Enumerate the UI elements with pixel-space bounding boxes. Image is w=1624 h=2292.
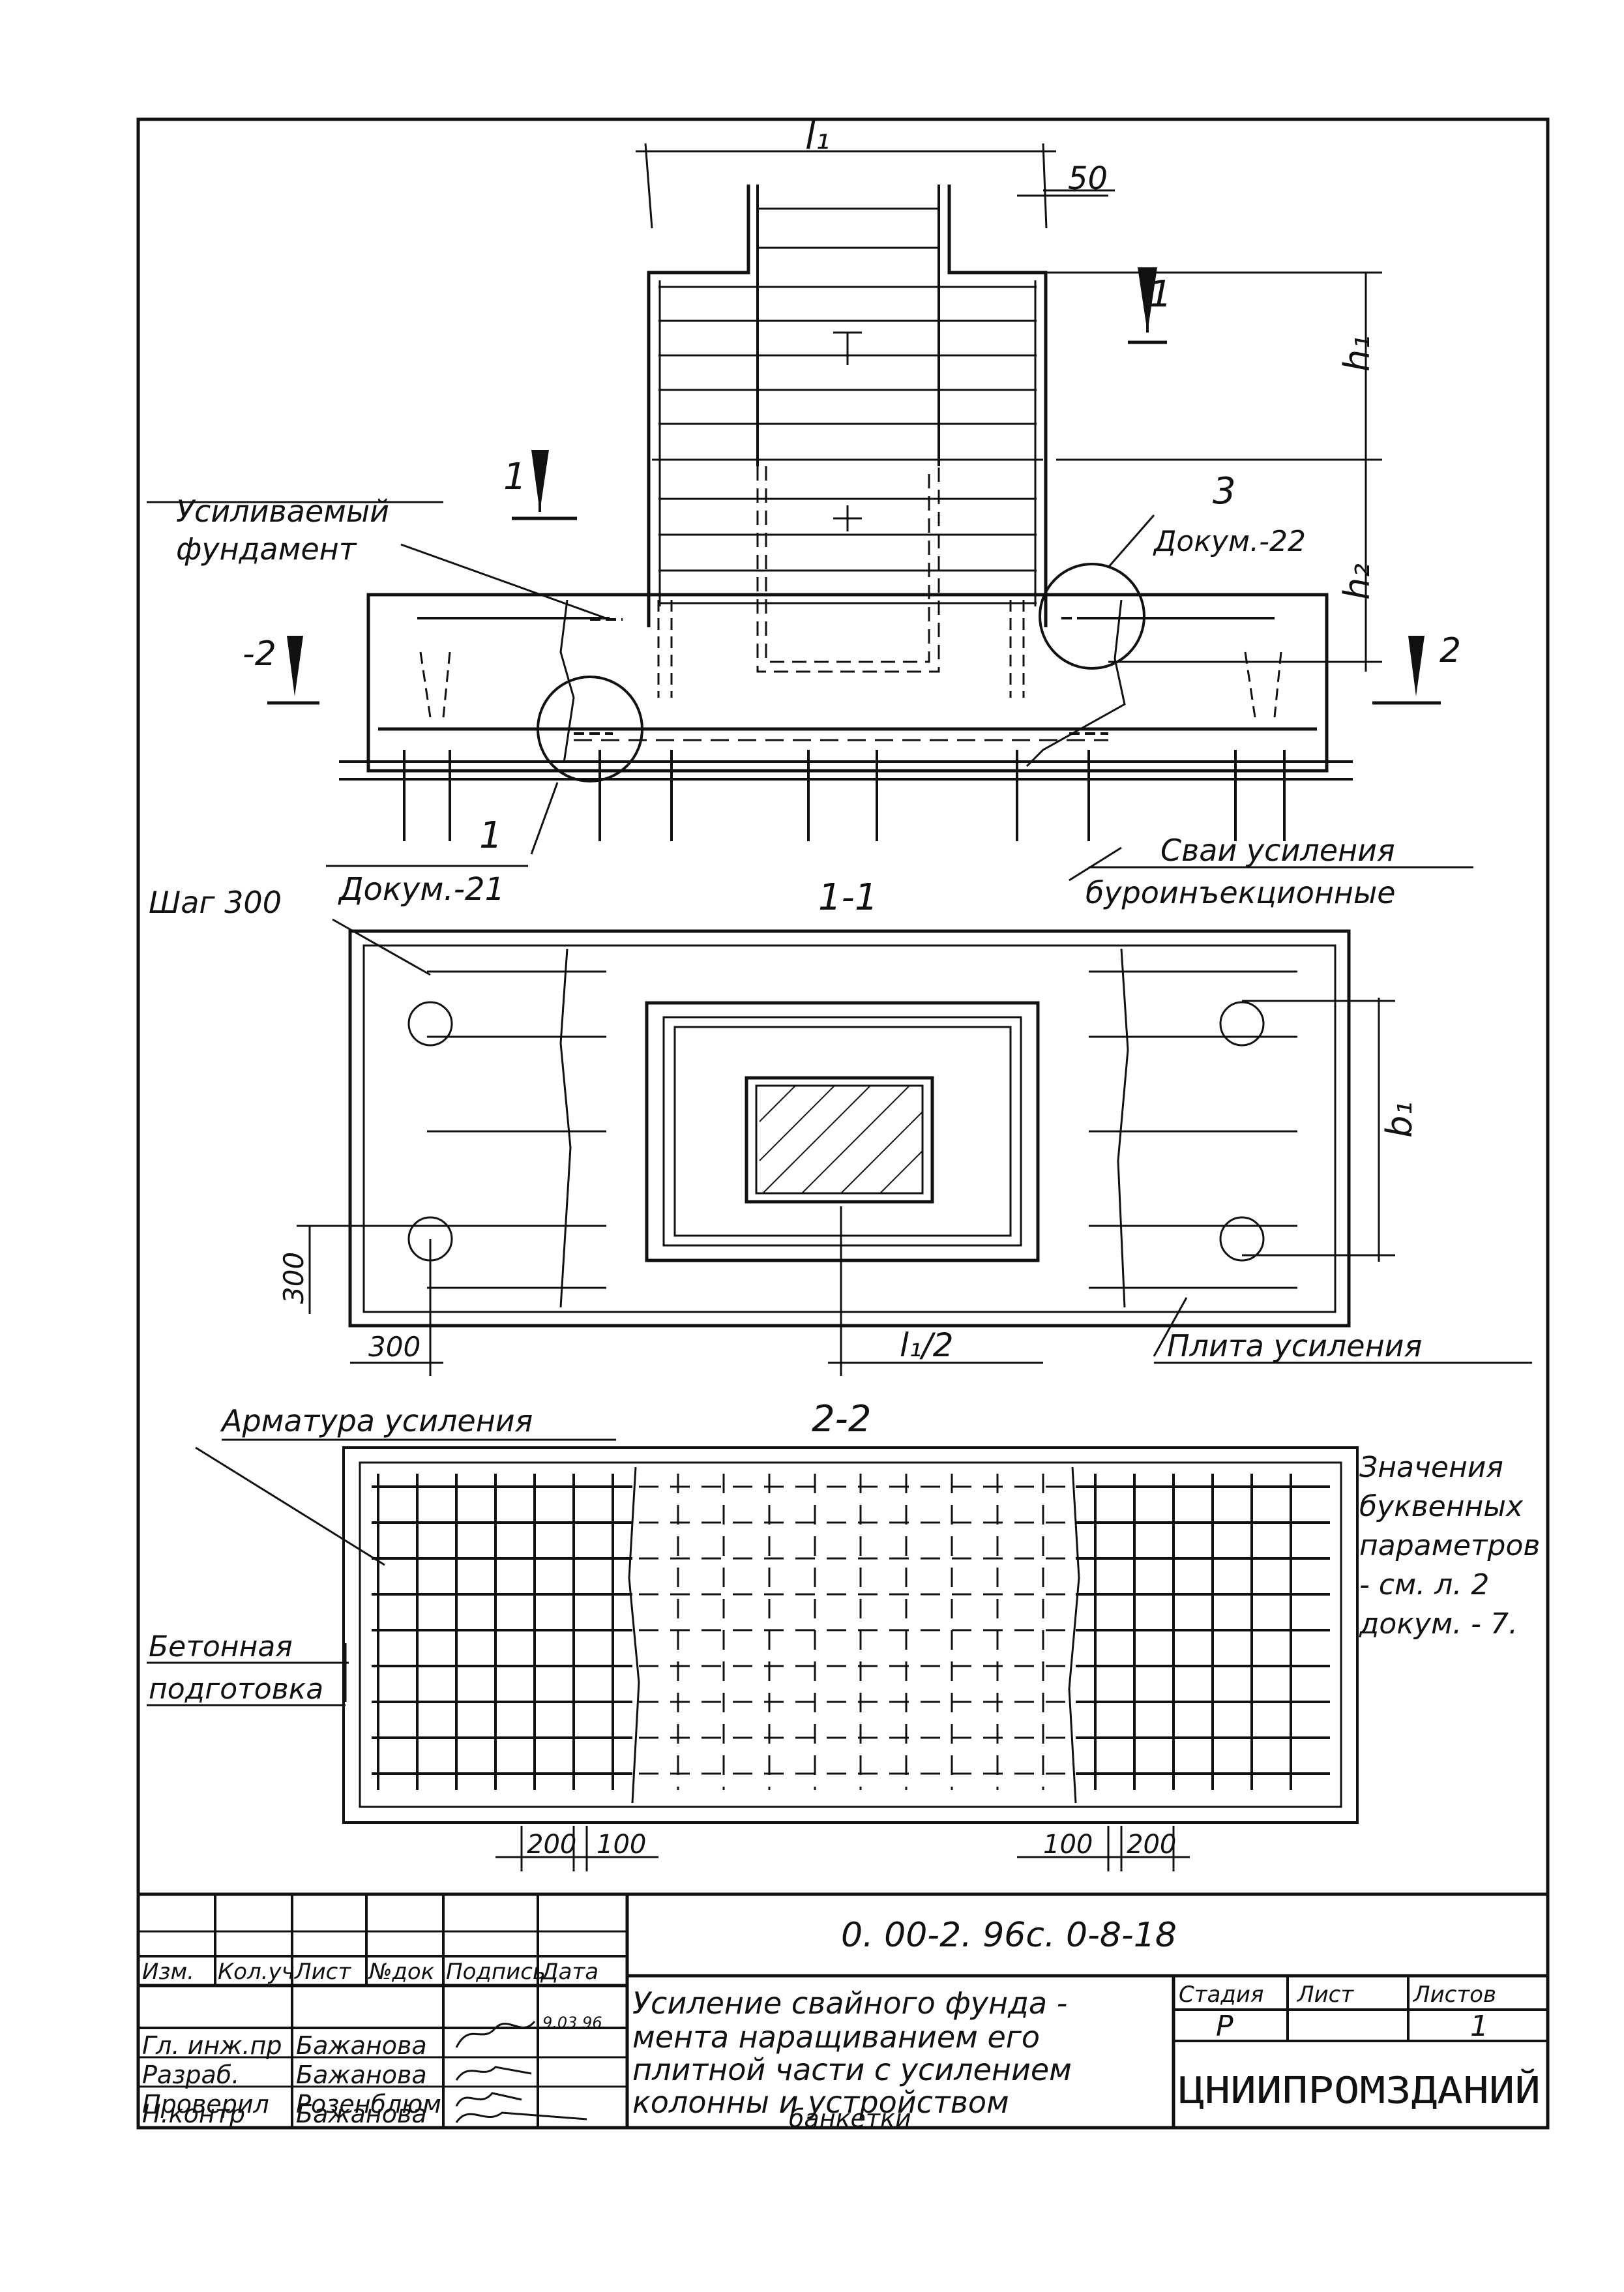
stage-header: Стадия [1179, 1982, 1263, 2008]
organization-stamp: ЦНИИПРОМЗДАНИЙ [1179, 2069, 1541, 2112]
section-title-1-1: 1-1 [818, 876, 878, 919]
col-izm: Изм. [142, 1959, 194, 1985]
params-note-5: докум. - 7. [1359, 1607, 1518, 1641]
title-line-3: колонны и устройством [632, 2085, 1009, 2120]
label-piles-1: Сваи усиления [1160, 833, 1395, 868]
sig-role-0: Гл. инж.пр [142, 2031, 282, 2060]
section-mark-2-right: 2 [1439, 631, 1461, 670]
doc-22: Докум.-22 [1153, 525, 1306, 558]
callout-3: 3 [1213, 470, 1236, 513]
section-mark-2-left: -2 [243, 634, 276, 674]
params-note-3: параметров [1359, 1529, 1540, 1562]
label-piles-2: буроинъекционные [1085, 875, 1396, 910]
dim-l1: l₁ [805, 115, 830, 158]
dim-200-left: 200 [527, 1830, 576, 1860]
label-reinforced-foundation-1: Усиливаемый [176, 494, 389, 529]
col-kol-uch: Кол.уч [218, 1959, 295, 1985]
stage-value: Р [1216, 2010, 1233, 2043]
elevation-view [147, 143, 1473, 882]
sheet-header: Лист [1296, 1982, 1354, 2008]
col-data: Дата [540, 1959, 598, 1985]
dim-100-left: 100 [597, 1830, 646, 1860]
params-note-1: Значения [1359, 1451, 1503, 1484]
col-ndok: №док [368, 1959, 435, 1985]
sig-name-0: Бажанова [296, 2031, 427, 2060]
sig-role-2: Проверил [142, 2090, 269, 2119]
sheet-frame [136, 117, 1550, 2130]
dim-50: 50 [1068, 160, 1108, 197]
dim-l1-half: l₁/2 [900, 1326, 954, 1364]
sheets-value: 1 [1470, 2010, 1488, 2043]
section-2-2-rebar [147, 1438, 1359, 1871]
signature-marks [455, 2021, 587, 2123]
dim-300-horizontal: 300 [368, 1331, 421, 1363]
title-line-0: Усиление свайного фунда - [632, 1986, 1067, 2021]
sig-name-2: Розенблюм [296, 2090, 441, 2119]
dim-100-right: 100 [1043, 1830, 1093, 1860]
sig-name-3: Бажанова [296, 2100, 427, 2128]
params-note-2: буквенных [1359, 1490, 1524, 1523]
label-plate: Плита усиления [1167, 1328, 1422, 1363]
dim-300-vertical: 300 [278, 1252, 310, 1304]
col-list: Лист [293, 1959, 351, 1985]
dim-b1: b₁ [1379, 1101, 1420, 1138]
title-line-4: банкетки [789, 2104, 911, 2133]
doc-21: Докум.-21 [338, 871, 505, 908]
dim-200-right: 200 [1127, 1830, 1176, 1860]
col-podpis: Подпись [446, 1959, 546, 1985]
title-line-2: плитной части с усилением [632, 2052, 1072, 2087]
sig-name-1: Бажанова [296, 2061, 427, 2089]
section-1-1-plan [297, 918, 1532, 1376]
dim-h1: h₁ [1336, 335, 1378, 372]
callout-1: 1 [479, 814, 503, 857]
section-title-2-2: 2-2 [812, 1398, 871, 1440]
label-concrete-bed-2: подготовка [149, 1673, 323, 1706]
params-note-4: - см. л. 2 [1359, 1568, 1489, 1601]
sig-date-0: 9.03 96 [542, 2014, 602, 2032]
sig-role-3: Н.контр [142, 2100, 245, 2128]
title-line-1: мента наращиванием его [632, 2019, 1040, 2055]
sig-role-1: Разраб. [142, 2061, 239, 2089]
label-concrete-bed-1: Бетонная [149, 1630, 293, 1663]
section-mark-1-right: 1 [1149, 273, 1172, 316]
title-block [138, 1892, 1548, 2128]
label-rebar: Арматура усиления [220, 1403, 533, 1438]
sheets-header: Листов [1412, 1982, 1496, 2008]
section-mark-1-left: 1 [503, 456, 527, 498]
dim-h2: h₂ [1336, 563, 1378, 600]
label-reinforced-foundation-2: фундамент [176, 531, 357, 567]
label-step: Шаг 300 [149, 885, 282, 920]
doc-code: 0. 00-2. 96с. 0-8-18 [841, 1916, 1177, 1955]
